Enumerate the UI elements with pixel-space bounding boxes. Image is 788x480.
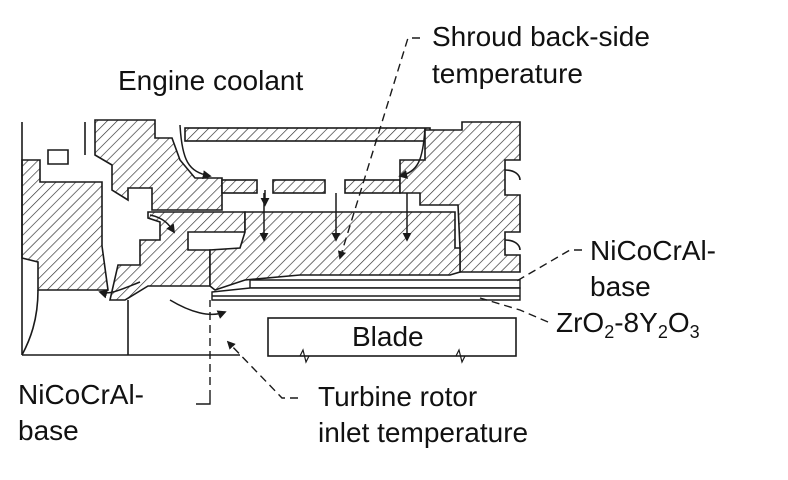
middle-plate-center <box>272 179 326 194</box>
turbine-leader <box>226 340 298 399</box>
zro2-label: ZrO2-8Y2O3 <box>556 306 700 342</box>
zro2-coating-layer <box>211 287 521 301</box>
zro2-leader <box>479 297 549 323</box>
middle-plate-right <box>344 179 401 194</box>
shroud-leader-line <box>337 37 420 260</box>
right-slot-top <box>504 169 521 181</box>
blade-label: Blade <box>352 321 424 352</box>
nicocral-left-label-line2: base <box>18 415 79 446</box>
middle-plate-left <box>221 179 258 194</box>
zro2-part-3: O <box>667 307 690 338</box>
leak-arrow-1 <box>149 214 175 234</box>
nicocral-right-label-line1: NiCoCrAl- <box>590 235 716 266</box>
left-outer-casing <box>21 159 109 291</box>
blade-shape <box>267 317 517 357</box>
zro2-sub-1: 2 <box>604 322 615 342</box>
coolant-arrow-right <box>398 127 426 179</box>
zro2-part-2: -8Y <box>614 307 658 338</box>
left-upper-casing <box>94 119 223 211</box>
left-small-box <box>47 149 69 165</box>
shroud-body <box>209 211 461 291</box>
right-slot-bottom <box>504 239 521 251</box>
coolant-arrow-left <box>179 124 212 180</box>
left-top-line <box>21 122 86 160</box>
blade-break-right <box>455 348 466 364</box>
turbine-inlet-label-line1: Turbine rotor <box>318 381 478 412</box>
top-cover-plate <box>184 127 431 142</box>
zro2-sub-2: 2 <box>657 322 668 342</box>
nicocral-right-leader <box>514 249 582 283</box>
shroud-temperature-label-line2: temperature <box>432 58 583 89</box>
nicocral-right-label-line2: base <box>590 271 651 302</box>
blade-break-left <box>299 348 310 364</box>
turbine-inlet-label-line2: inlet temperature <box>318 417 529 448</box>
nicocral-left-leader-tick <box>196 398 211 405</box>
right-upper-casing <box>399 121 521 273</box>
engine-coolant-label: Engine coolant <box>118 65 304 96</box>
nicocral-left-label-line1: NiCoCrAl- <box>18 379 144 410</box>
leak-arrow-3 <box>169 299 227 319</box>
nicocral-bond-coat <box>249 279 521 289</box>
zro2-sub-3: 3 <box>689 322 700 342</box>
zro2-part-1: ZrO <box>556 307 605 338</box>
left-casing-curve <box>21 289 39 356</box>
shroud-temperature-label-line1: Shroud back-side <box>432 21 650 52</box>
leak-arrow-2 <box>98 281 141 299</box>
